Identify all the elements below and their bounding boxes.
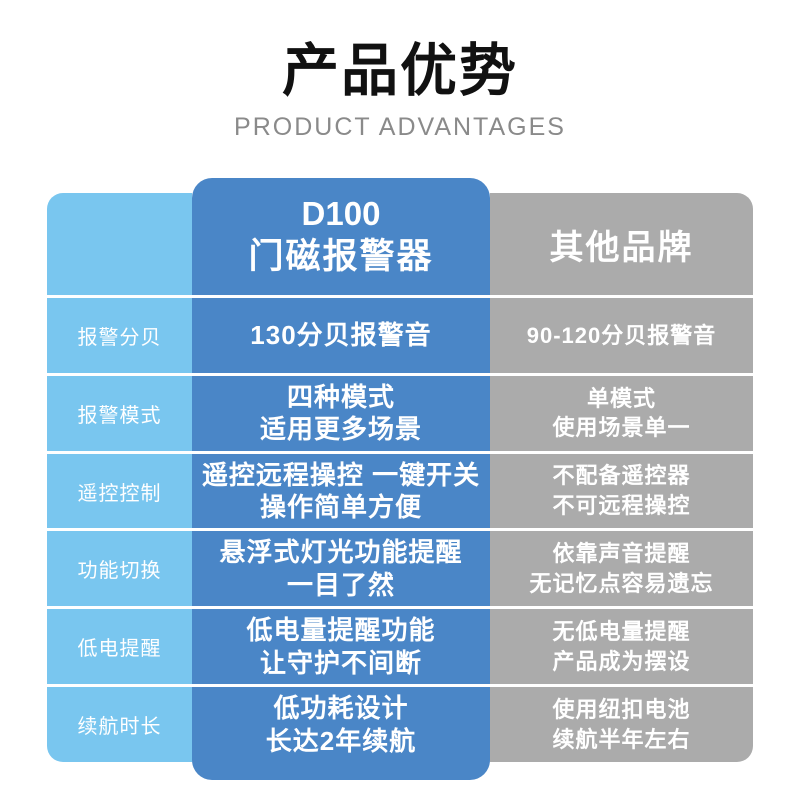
product-value: 悬浮式灯光功能提醒 一目了然: [192, 528, 490, 606]
feature-label: 报警模式: [47, 372, 192, 451]
competitor-value: 无低电量提醒 产品成为摆设: [490, 606, 753, 684]
feature-label-column-header: [47, 193, 192, 295]
product-type-name: 门磁报警器: [248, 236, 434, 276]
competitor-column: 其他品牌 90-120分贝报警音单模式 使用场景单一不配备遥控器 不可远程操控依…: [490, 193, 753, 762]
competitor-value: 使用纽扣电池 续航半年左右: [490, 684, 753, 762]
title-block: 产品优势 PRODUCT ADVANTAGES: [0, 40, 800, 142]
feature-label: 遥控控制: [47, 450, 192, 529]
product-value: 四种模式 适用更多场景: [192, 372, 490, 451]
competitor-value: 不配备遥控器 不可远程操控: [490, 450, 753, 529]
page-subtitle: PRODUCT ADVANTAGES: [234, 112, 566, 141]
product-model-name: D100: [301, 194, 381, 232]
comparison-table: 报警分贝报警模式遥控控制功能切换低电提醒续航时长 D100 门磁报警器 130分…: [47, 178, 753, 780]
feature-label: 功能切换: [47, 528, 192, 606]
product-value: 低电量提醒功能 让守护不间断: [192, 606, 490, 684]
feature-label-column: 报警分贝报警模式遥控控制功能切换低电提醒续航时长: [47, 193, 192, 762]
feature-label: 续航时长: [47, 684, 192, 762]
competitor-value: 90-120分贝报警音: [490, 295, 753, 373]
product-column-header: D100 门磁报警器: [192, 178, 490, 295]
feature-label: 低电提醒: [47, 606, 192, 684]
competitor-value: 依靠声音提醒 无记忆点容易遗忘: [490, 528, 753, 606]
product-value: 低功耗设计 长达2年续航: [192, 684, 490, 762]
product-column: D100 门磁报警器 130分贝报警音四种模式 适用更多场景遥控远程操控 一键开…: [192, 178, 490, 780]
competitor-column-header: 其他品牌: [549, 228, 694, 267]
competitor-value: 单模式 使用场景单一: [490, 372, 753, 451]
page-title: 产品优势: [282, 39, 518, 103]
feature-label: 报警分贝: [47, 295, 192, 373]
product-value: 遥控远程操控 一键开关 操作简单方便: [192, 450, 490, 529]
product-value: 130分贝报警音: [192, 295, 490, 373]
